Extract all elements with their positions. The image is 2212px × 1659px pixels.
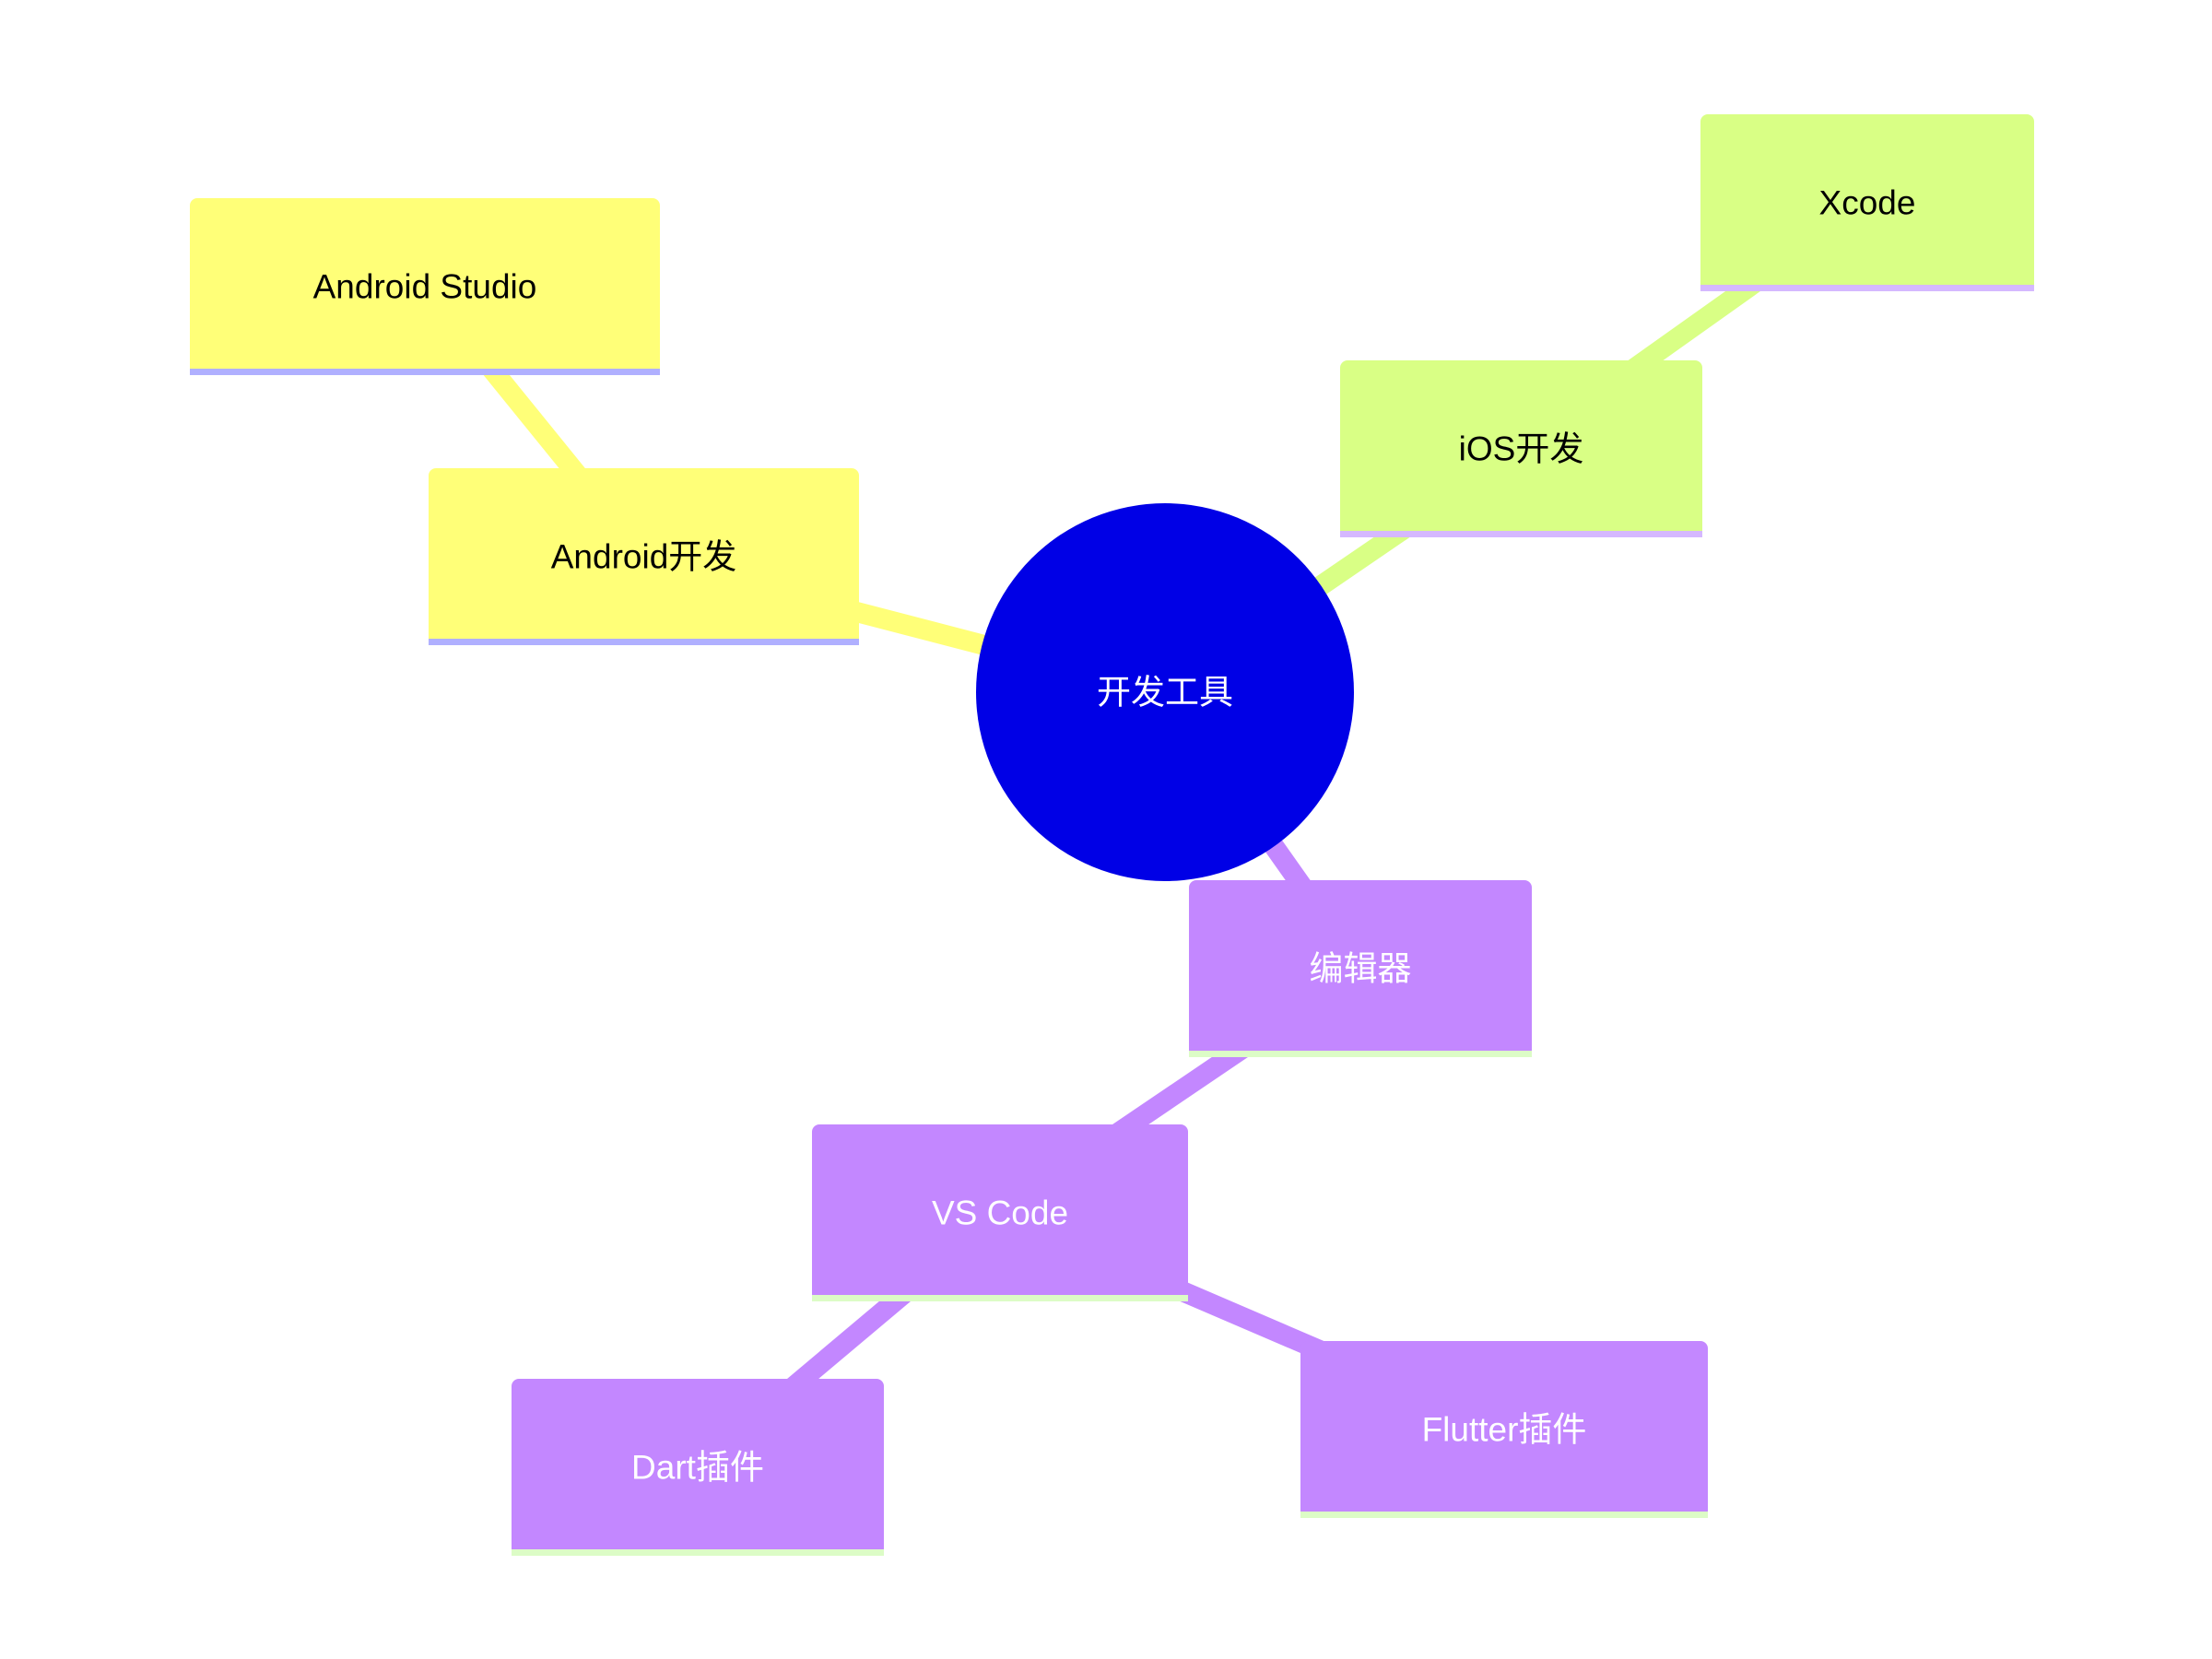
node-underline-editor (1189, 1051, 1532, 1057)
node-box-android (429, 468, 859, 645)
node-root[interactable]: 开发工具 (976, 503, 1354, 881)
node-editor[interactable]: 编辑器 (1189, 880, 1532, 1057)
node-box-dart (512, 1379, 884, 1556)
node-label-editor: 编辑器 (1310, 950, 1412, 988)
node-underline-ios (1340, 531, 1702, 537)
node-underline-xcode (1700, 285, 2034, 291)
node-underline-flutter (1300, 1512, 1708, 1518)
nodes-layer: Android开发 Android Studio iOS开发 Xcode 编辑器 VS C… (190, 114, 2034, 1556)
root-circle (976, 503, 1354, 881)
node-underline-vscode (812, 1295, 1188, 1301)
node-label-ios: iOS开发 (1459, 430, 1584, 468)
node-box-android-studio (190, 198, 660, 375)
node-dart[interactable]: Dart插件 (512, 1379, 884, 1556)
node-label-android-studio: Android Studio (313, 268, 537, 306)
node-underline-android-studio (190, 369, 660, 375)
node-box-vscode (812, 1124, 1188, 1301)
node-vscode[interactable]: VS Code (812, 1124, 1188, 1301)
node-label-dart: Dart插件 (631, 1449, 764, 1487)
node-label-xcode: Xcode (1819, 184, 1916, 222)
node-underline-android (429, 639, 859, 645)
node-label-flutter: Flutter插件 (1422, 1411, 1587, 1449)
node-box-xcode (1700, 114, 2034, 291)
node-label-android: Android开发 (551, 538, 737, 576)
node-android-studio[interactable]: Android Studio (190, 198, 660, 375)
node-box-flutter (1300, 1341, 1708, 1518)
node-underline-dart (512, 1549, 884, 1556)
node-flutter[interactable]: Flutter插件 (1300, 1341, 1708, 1518)
node-android[interactable]: Android开发 (429, 468, 859, 645)
node-box-ios (1340, 360, 1702, 537)
node-xcode[interactable]: Xcode (1700, 114, 2034, 291)
node-box-editor (1189, 880, 1532, 1057)
root-label: 开发工具 (1097, 674, 1233, 712)
node-label-vscode: VS Code (932, 1194, 1068, 1232)
node-ios[interactable]: iOS开发 (1340, 360, 1702, 537)
